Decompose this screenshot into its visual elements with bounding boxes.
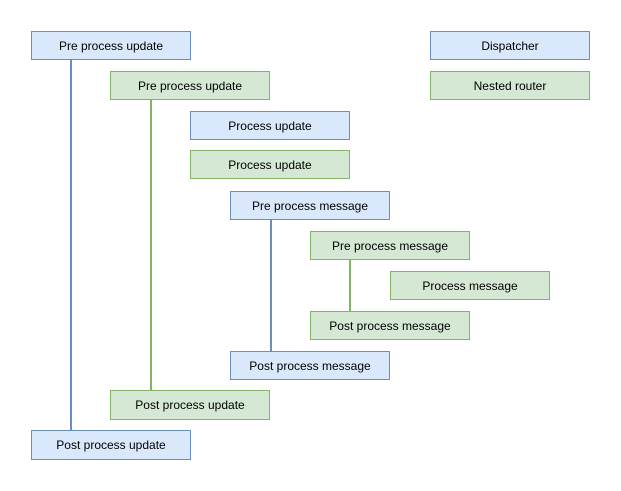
- node-nested-router[interactable]: Nested router: [430, 71, 590, 100]
- node-label: Post process message: [249, 358, 371, 373]
- node-dispatcher[interactable]: Dispatcher: [430, 31, 590, 60]
- node-label: Pre process update: [137, 78, 243, 93]
- node-post-process-message-green[interactable]: Post process message: [310, 311, 470, 340]
- node-post-process-update-green[interactable]: Post process update: [110, 390, 270, 420]
- node-label: Process update: [228, 157, 312, 172]
- node-label: Post process update: [135, 398, 245, 412]
- node-label: Pre process message: [251, 198, 369, 213]
- node-pre-process-update-green[interactable]: Pre process update: [110, 71, 270, 100]
- connector-message-green-line: [349, 260, 351, 311]
- node-label: Pre process update: [58, 38, 164, 53]
- connector-update-green-line: [150, 100, 152, 390]
- connector-message-blue-line: [270, 220, 272, 351]
- node-label: Pre process message: [331, 238, 449, 253]
- node-pre-process-message-green[interactable]: Pre process message: [310, 231, 470, 260]
- node-label: Dispatcher: [481, 38, 539, 53]
- node-pre-process-message-blue[interactable]: Pre process message: [230, 191, 390, 220]
- node-process-update-green[interactable]: Process update: [190, 150, 350, 179]
- node-post-process-update-blue[interactable]: Post process update: [31, 430, 191, 460]
- node-process-message-green[interactable]: Process message: [390, 271, 550, 300]
- connector-update-blue-line: [70, 60, 72, 430]
- node-post-process-message-blue[interactable]: Post process message: [230, 351, 390, 380]
- node-pre-process-update-blue[interactable]: Pre process update: [31, 31, 191, 60]
- node-label: Post process message: [329, 318, 451, 333]
- node-process-update-blue[interactable]: Process update: [190, 111, 350, 140]
- node-label: Post process update: [56, 438, 166, 452]
- node-label: Process update: [228, 118, 312, 133]
- node-label: Nested router: [473, 78, 547, 93]
- node-label: Process message: [422, 278, 518, 293]
